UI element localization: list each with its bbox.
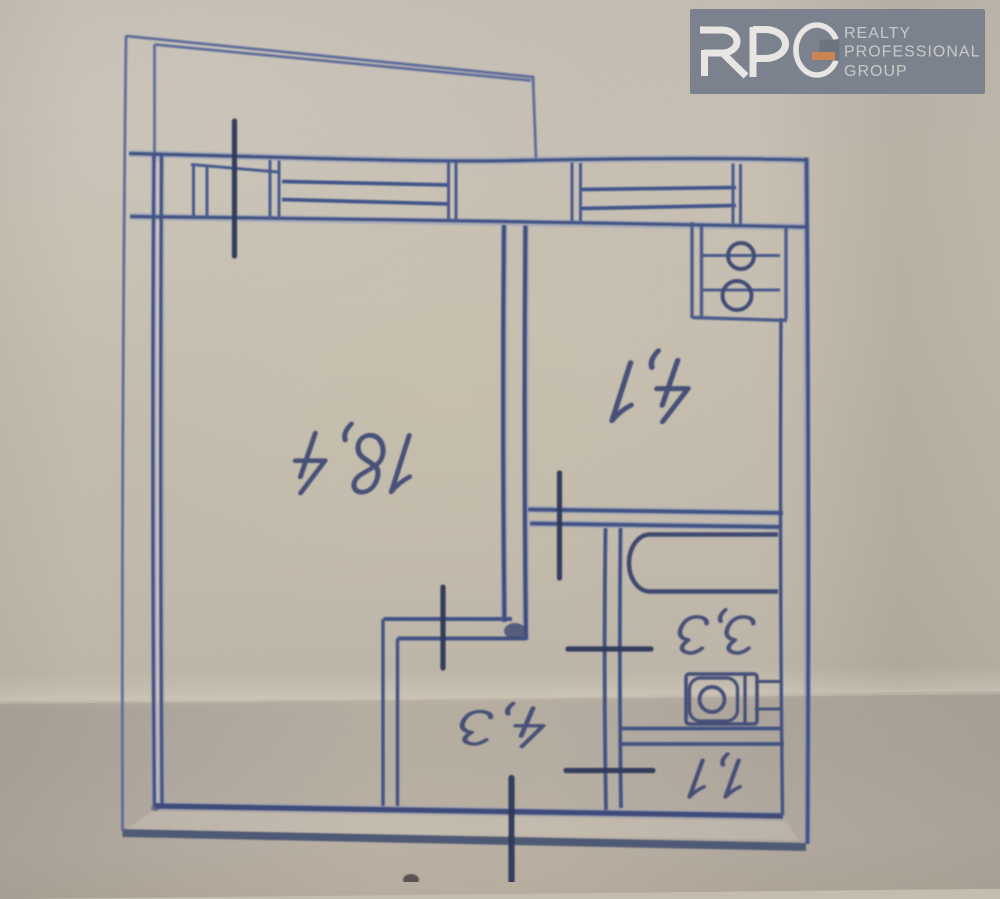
svg-text:REALTY: REALTY: [844, 25, 911, 42]
svg-text:GROUP: GROUP: [844, 63, 908, 80]
svg-text:PROFESSIONAL: PROFESSIONAL: [844, 44, 980, 61]
